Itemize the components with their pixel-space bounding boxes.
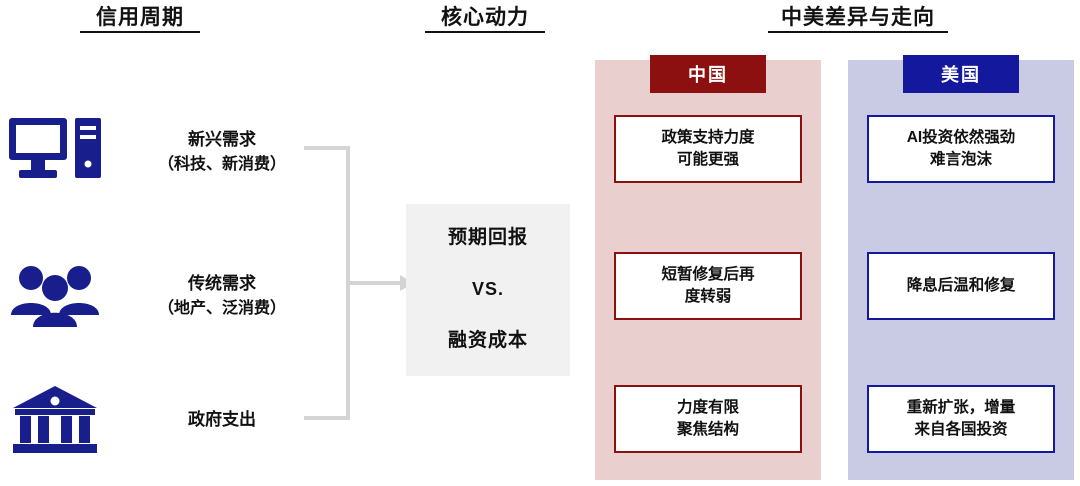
core-expected-return: 预期回报 [447,226,528,248]
point-box: 短暂修复后再度转弱 [614,252,802,320]
point-box: 降息后温和修复 [867,252,1055,320]
point-box: 力度有限聚焦结构 [614,385,802,453]
people-group-icon [0,251,110,341]
driver-label: 新兴需求 （科技、新消费） [110,128,340,176]
point-box: 政策支持力度可能更强 [614,115,802,183]
driver-subtitle: （地产、泛消费） [157,299,286,317]
core-financing-cost: 融资成本 [447,330,528,352]
country-panel-us: 美国 AI投资依然强劲难言泡沫 降息后温和修复 重新扩张，增量来自各国投资 [848,55,1074,480]
core-driver-box: 预期回报 VS. 融资成本 [406,204,570,376]
driver-subtitle: （科技、新消费） [157,155,286,173]
point-box: 重新扩张，增量来自各国投资 [867,385,1055,453]
column-header-comparison: 中美差异与走向 [768,6,948,34]
column-header-credit-cycle: 信用周期 [80,6,200,34]
driver-title: 政府支出 [188,409,256,429]
driver-row: 政府支出 [0,372,340,468]
driver-title: 传统需求 [188,274,256,294]
desktop-computer-icon [0,107,110,197]
government-building-icon [0,375,110,465]
country-panel-china: 中国 政策支持力度可能更强 短暂修复后再度转弱 力度有限聚焦结构 [595,55,821,480]
point-box: AI投资依然强劲难言泡沫 [867,115,1055,183]
country-badge-china: 中国 [650,55,766,93]
core-vs-label: VS. [471,279,504,300]
driver-row: 新兴需求 （科技、新消费） [0,104,340,200]
driver-label: 传统需求 （地产、泛消费） [110,272,340,320]
country-badge-us: 美国 [903,55,1019,93]
column-header-core-driver: 核心动力 [425,6,545,34]
driver-label: 政府支出 [110,408,340,433]
bracket-connector [300,138,420,428]
driver-row: 传统需求 （地产、泛消费） [0,248,340,344]
driver-title: 新兴需求 [188,130,256,150]
